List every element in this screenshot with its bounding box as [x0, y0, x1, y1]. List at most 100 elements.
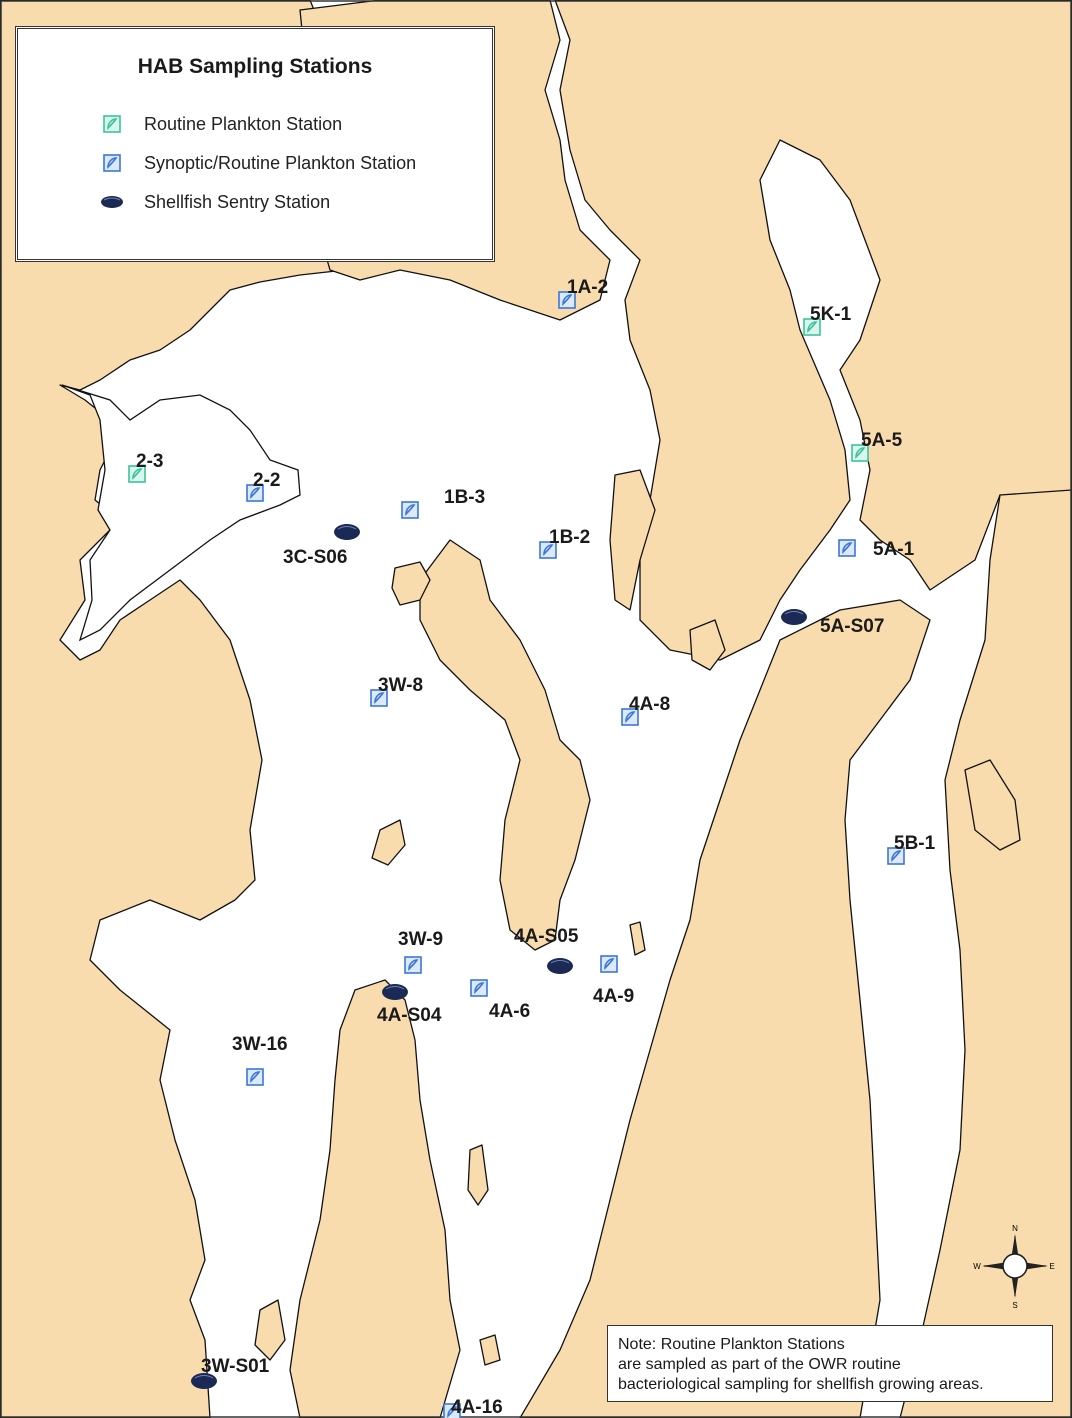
station-label: 1A-2 [567, 277, 608, 298]
station-label: 5A-5 [861, 430, 903, 451]
station-5a-1: 5A-1 [838, 539, 915, 560]
station-label: 4A-16 [451, 1397, 503, 1418]
station-label: 5B-1 [894, 833, 936, 854]
compass-n: N [1012, 1224, 1018, 1233]
legend-item-routine: Routine Plankton Station [100, 111, 342, 137]
station-3w-s01: 3W-S01 [191, 1356, 270, 1389]
plankton-leaf-mark [447, 1406, 458, 1418]
plankton-leaf-mark [474, 982, 485, 994]
compass-s: S [1012, 1301, 1017, 1310]
synoptic-plankton-icon [100, 152, 124, 174]
plankton-leaf-mark [807, 321, 818, 333]
station-5a-s07: 5A-S07 [781, 609, 884, 637]
land-small-island-7 [254, 1299, 286, 1361]
station-4a-6: 4A-6 [470, 979, 530, 1022]
station-label: 5A-1 [873, 539, 915, 560]
station-4a-9: 4A-9 [593, 955, 634, 1007]
station-label: 3W-9 [398, 929, 443, 950]
station-label: 4A-S05 [514, 926, 579, 947]
station-label: 3W-16 [232, 1034, 288, 1055]
station-label: 3W-8 [378, 675, 423, 696]
land-central-island [419, 539, 591, 951]
plankton-leaf-mark [132, 468, 143, 480]
station-label: 4A-9 [593, 986, 634, 1007]
plankton-leaf-mark [405, 504, 416, 516]
station-2-2: 2-2 [246, 470, 280, 502]
land-north-central [554, 0, 1072, 661]
land-small-island-2 [689, 619, 726, 671]
station-1a-2: 1A-2 [558, 277, 608, 309]
plankton-leaf-mark [604, 958, 615, 970]
land-east-inner-island [964, 759, 1021, 851]
plankton-leaf-mark [855, 447, 866, 459]
shell-ridge-mark [194, 1375, 214, 1379]
note-line-3: bacteriological sampling for shellfish g… [618, 1376, 984, 1393]
plankton-leaf-mark [374, 692, 385, 704]
station-label: 1B-2 [549, 527, 590, 548]
land-small-island-5 [479, 1334, 501, 1366]
station-label: 1B-3 [444, 487, 485, 508]
compass-w: W [973, 1262, 981, 1271]
land-west-shore [0, 0, 346, 1418]
land-small-island-1 [391, 561, 431, 606]
water-nw-inlet [61, 384, 301, 642]
station-label: 2-3 [136, 451, 163, 472]
land-east-peninsula [519, 599, 931, 1418]
land-small-island-3 [371, 819, 406, 866]
land-south-peninsula [289, 979, 461, 1418]
station-4a-s05: 4A-S05 [514, 926, 579, 974]
station-3w-16: 3W-16 [232, 1034, 288, 1086]
legend-label-synoptic: Synoptic/Routine Plankton Station [144, 152, 417, 173]
station-4a-8: 4A-8 [621, 694, 670, 726]
legend-label-shellfish: Shellfish Sentry Station [144, 191, 331, 212]
land-island-east [609, 469, 656, 611]
land-far-east [899, 489, 1072, 1418]
shell-ridge-mark [385, 986, 405, 990]
station-label: 4A-6 [489, 1001, 530, 1022]
shellfish-sentry-icon [100, 191, 124, 213]
station-label: 3W-S01 [201, 1356, 270, 1377]
station-5b-1: 5B-1 [887, 833, 936, 865]
plankton-leaf-mark [842, 542, 853, 554]
shell-ridge-mark [784, 611, 804, 615]
land-small-island-6 [629, 921, 646, 956]
station-3c-s06: 3C-S06 [283, 524, 360, 568]
station-label: 3C-S06 [283, 547, 347, 568]
legend-box: HAB Sampling Stations Routine Plankton S… [15, 26, 495, 262]
note-box: Note: Routine Plankton Stations are samp… [607, 1325, 1053, 1402]
compass-rose-icon: N S E W [973, 1224, 1054, 1310]
legend-label-routine: Routine Plankton Station [144, 113, 343, 134]
station-1b-3: 1B-3 [401, 487, 485, 519]
stations-layer: 1A-2 5K-1 5A-5 2-3 2-2 1B-3 3C-S06 1B-2 5A-1 5A-S… [128, 277, 936, 1418]
station-1b-2: 1B-2 [539, 527, 590, 559]
plankton-leaf-mark [250, 1071, 261, 1083]
plankton-leaf-mark [543, 544, 554, 556]
station-label: 4A-8 [629, 694, 670, 715]
station-4a-s04: 4A-S04 [377, 984, 442, 1026]
station-label: 4A-S04 [377, 1005, 442, 1026]
plankton-leaf-mark [562, 294, 573, 306]
station-2-3: 2-3 [128, 451, 163, 483]
station-4a-16: 4A-16 [443, 1397, 503, 1418]
routine-plankton-icon [100, 113, 124, 135]
shell-ridge-mark [337, 526, 357, 530]
land-small-island-4 [467, 1144, 489, 1206]
station-5k-1: 5K-1 [803, 304, 852, 336]
station-5a-5: 5A-5 [851, 430, 903, 462]
station-label: 2-2 [253, 470, 280, 491]
station-label: 5K-1 [810, 304, 852, 325]
station-3w-8: 3W-8 [370, 675, 423, 707]
compass-e: E [1049, 1262, 1054, 1271]
legend-item-synoptic: Synoptic/Routine Plankton Station [100, 150, 416, 176]
note-line-1: Note: Routine Plankton Stations [618, 1336, 845, 1353]
shell-ridge-mark [550, 960, 570, 964]
station-label: 5A-S07 [820, 616, 884, 637]
plankton-leaf-mark [625, 711, 636, 723]
legend-title: HAB Sampling Stations [137, 55, 373, 78]
plankton-leaf-mark [891, 850, 902, 862]
plankton-leaf-mark [250, 487, 261, 499]
note-line-2: are sampled as part of the OWR routine [618, 1356, 901, 1373]
plankton-leaf-mark [408, 959, 419, 971]
legend-item-shellfish: Shellfish Sentry Station [100, 189, 330, 215]
